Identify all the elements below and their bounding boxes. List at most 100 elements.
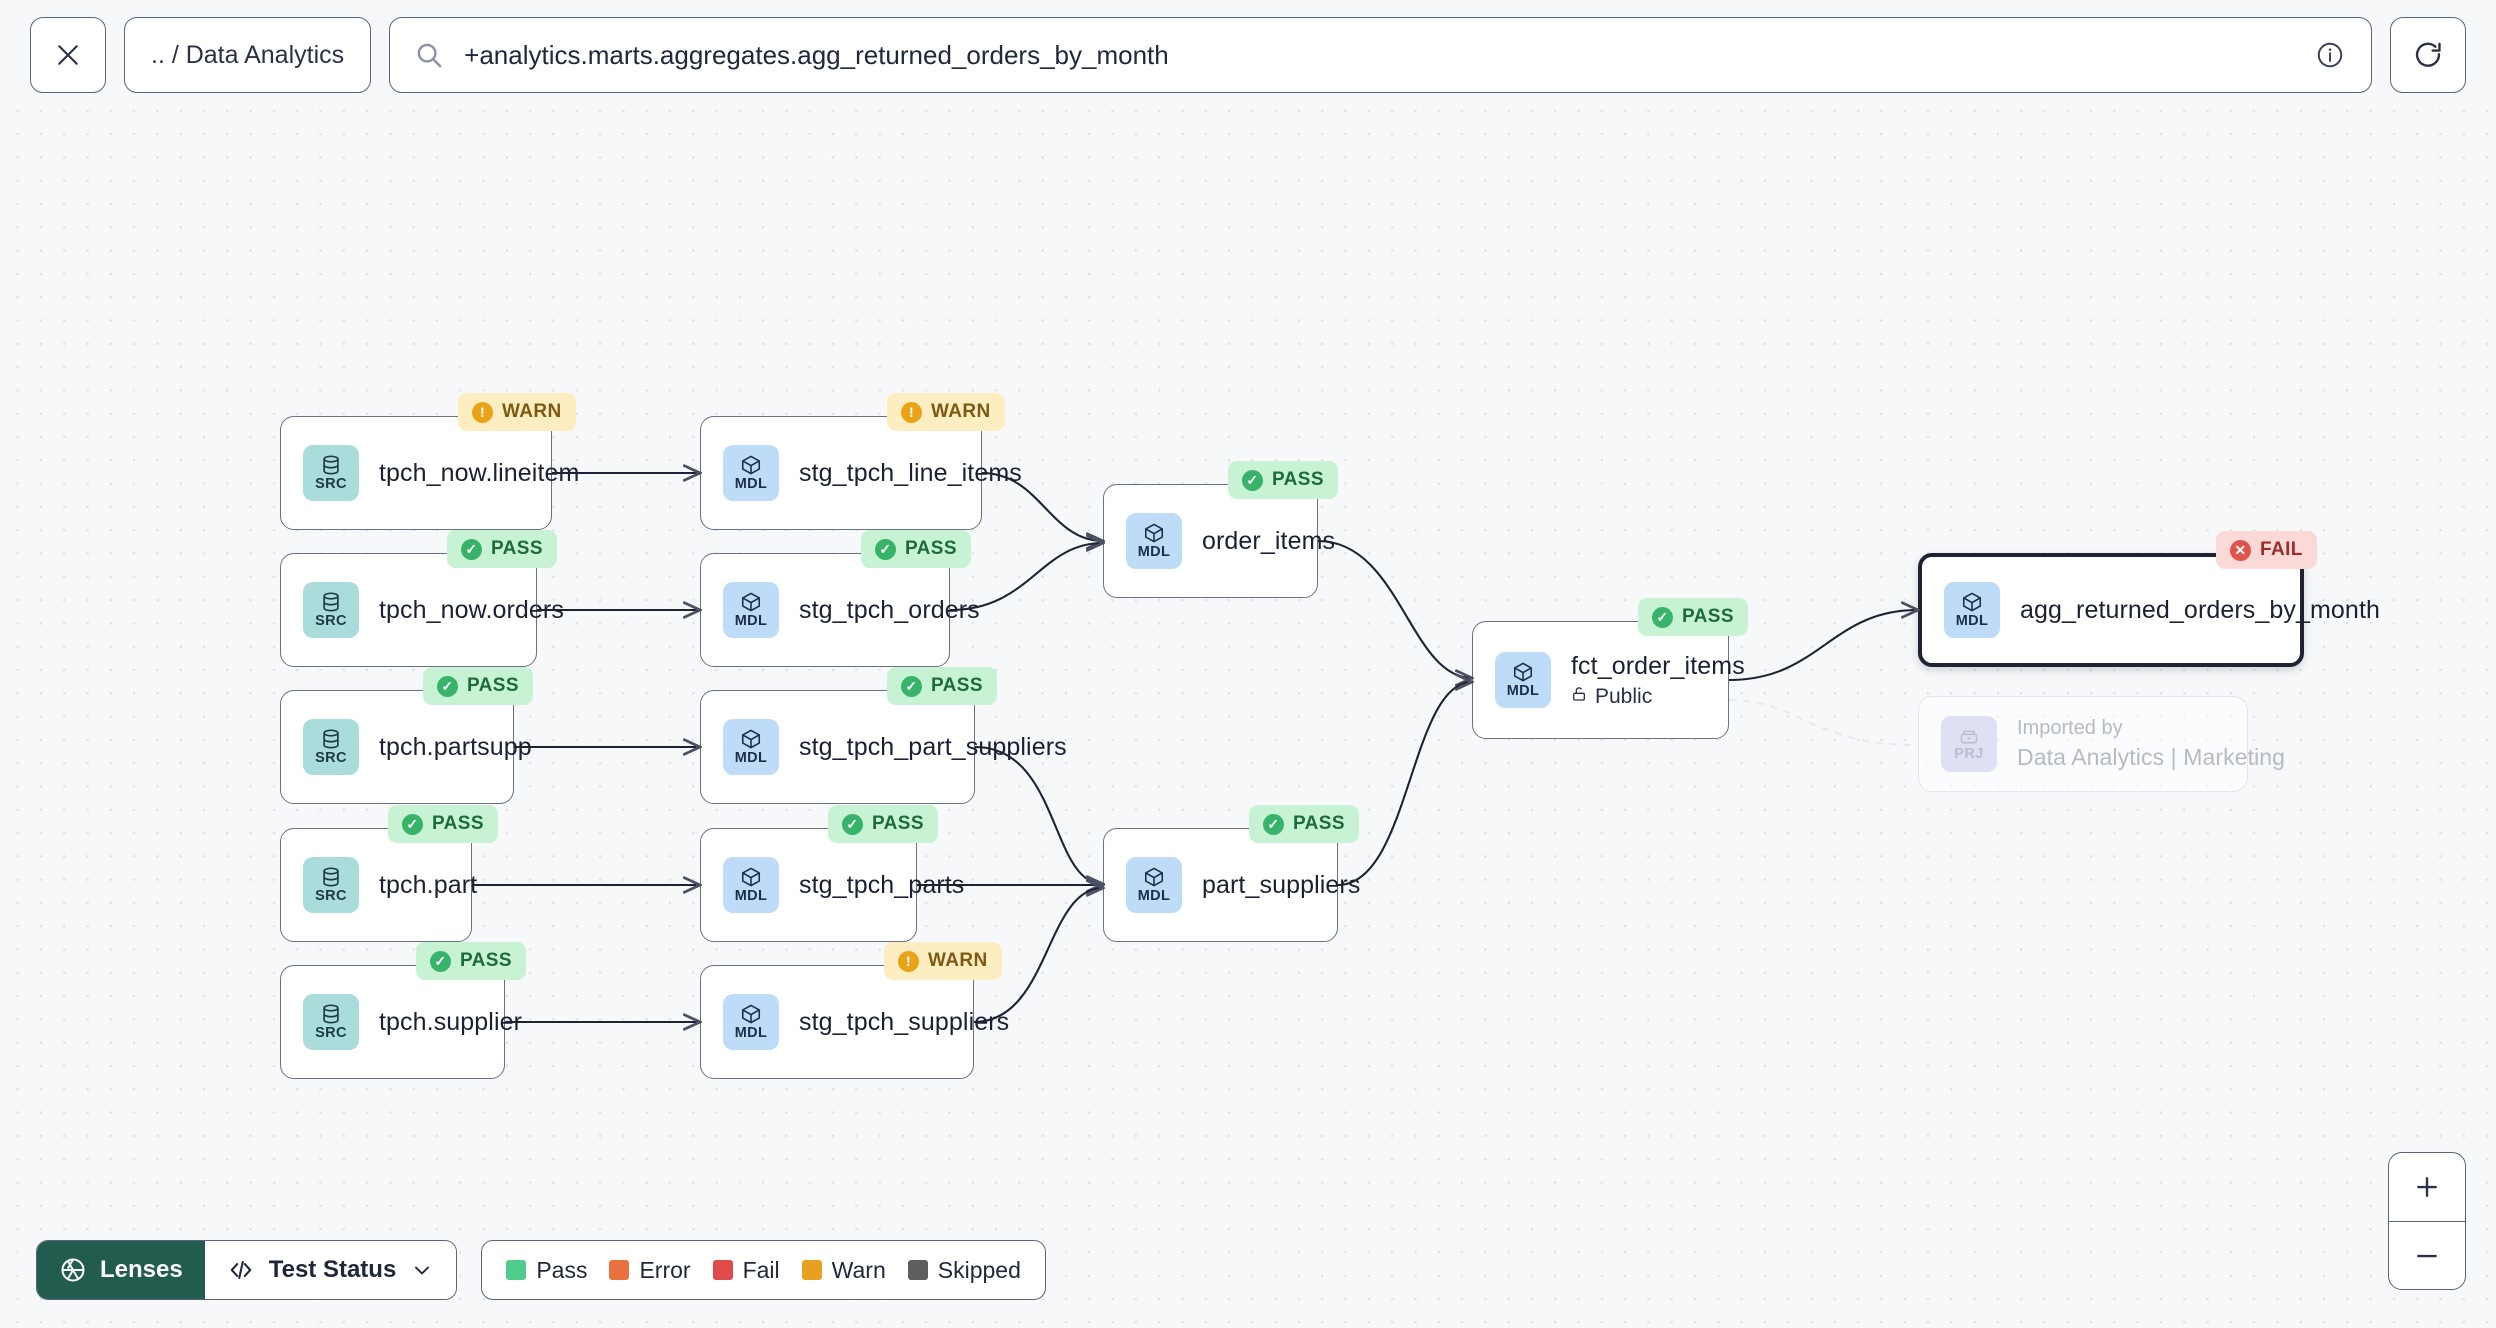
mdl-icon: MDL xyxy=(723,719,779,775)
graph-node-model[interactable]: ! WARN MDL stg_tpch_line_items xyxy=(700,393,1022,530)
warn-icon: ! xyxy=(472,401,493,423)
zoom-controls xyxy=(2388,1152,2466,1290)
legend-label: Fail xyxy=(742,1256,780,1283)
zoom-out-button[interactable] xyxy=(2389,1221,2465,1289)
minus-icon xyxy=(2412,1241,2442,1271)
mdl-icon: MDL xyxy=(723,582,779,638)
graph-node-source[interactable]: ✓ PASS SRC tpch.partsupp xyxy=(280,667,533,804)
src-icon: SRC xyxy=(303,857,359,913)
pass-icon: ✓ xyxy=(1263,813,1284,835)
src-icon: SRC xyxy=(303,582,359,638)
pass-icon: ✓ xyxy=(461,538,482,560)
graph-node-model[interactable]: ! WARN MDL stg_tpch_suppliers xyxy=(700,942,1010,1079)
pass-icon: ✓ xyxy=(875,538,896,560)
aperture-icon xyxy=(59,1256,87,1284)
legend-swatch-error xyxy=(609,1260,630,1280)
pass-icon: ✓ xyxy=(901,675,922,697)
graph-node-source[interactable]: ✓ PASS SRC tpch_now.orders xyxy=(280,530,564,667)
node-title: tpch.supplier xyxy=(379,1007,523,1036)
breadcrumb[interactable]: .. / Data Analytics xyxy=(124,17,372,93)
refresh-button[interactable] xyxy=(2390,17,2466,93)
graph-node-model[interactable]: ✓ PASS MDL stg_tpch_part_suppliers xyxy=(700,667,1067,804)
mdl-label: MDL xyxy=(734,1025,768,1042)
graph-node-source[interactable]: ✓ PASS SRC tpch.part xyxy=(280,805,498,942)
src-icon: SRC xyxy=(303,994,359,1050)
graph-node-selected[interactable]: ✕ FAIL MDL agg_returned_orders_by_month xyxy=(1918,531,2380,667)
mdl-icon: MDL xyxy=(1126,857,1182,913)
search-bar[interactable] xyxy=(389,17,2372,93)
pass-icon: ✓ xyxy=(1242,469,1263,491)
mdl-label: MDL xyxy=(1506,683,1540,700)
graph-node-source[interactable]: ! WARN SRC tpch_now.lineitem xyxy=(280,393,579,530)
status-badge: ✓ PASS xyxy=(1249,805,1359,843)
mdl-icon: MDL xyxy=(723,445,779,501)
legend-item: Warn xyxy=(801,1257,886,1284)
graph-node-project-imported[interactable]: PRJ Imported by Data Analytics | Marketi… xyxy=(1918,696,2286,792)
node-pretitle: Imported by xyxy=(2017,717,2123,739)
status-badge: ! WARN xyxy=(458,393,576,431)
close-button[interactable] xyxy=(30,17,106,93)
legend-item: Skipped xyxy=(907,1256,1021,1284)
graph-node-model[interactable]: ✓ PASS MDL fct_order_items Public xyxy=(1472,598,1748,739)
node-title: order_items xyxy=(1202,526,1336,555)
pass-icon: ✓ xyxy=(430,950,451,972)
node-title: tpch_now.orders xyxy=(379,595,564,624)
src-label: SRC xyxy=(315,476,347,493)
legend-swatch-skipped xyxy=(907,1260,928,1280)
refresh-icon xyxy=(2412,39,2444,71)
pass-icon: ✓ xyxy=(437,675,458,697)
src-label: SRC xyxy=(315,1025,347,1042)
mdl-label: MDL xyxy=(734,750,768,767)
status-badge: ✕ FAIL xyxy=(2216,531,2317,569)
node-access: Public xyxy=(1571,685,1728,709)
toolbar: .. / Data Analytics xyxy=(0,0,2496,110)
node-title: Data Analytics | Marketing xyxy=(2017,744,2286,770)
node-title: stg_tpch_line_items xyxy=(799,458,1022,487)
graph-node-source[interactable]: ✓ PASS SRC tpch.supplier xyxy=(280,942,526,1079)
legend-label: Skipped xyxy=(937,1256,1021,1283)
info-icon[interactable] xyxy=(2315,40,2345,70)
src-icon: SRC xyxy=(303,445,359,501)
chevron-down-icon xyxy=(410,1258,434,1282)
legend-label: Error xyxy=(639,1256,691,1283)
unlock-icon xyxy=(1571,685,1587,709)
prj-icon: PRJ xyxy=(1941,716,1997,772)
mdl-icon: MDL xyxy=(1495,652,1551,708)
graph-node-model[interactable]: ✓ PASS MDL stg_tpch_orders xyxy=(700,530,980,667)
status-badge: ✓ PASS xyxy=(423,667,533,705)
pass-icon: ✓ xyxy=(402,813,423,835)
lenses-button[interactable]: Lenses xyxy=(37,1241,205,1299)
plus-icon xyxy=(2412,1172,2442,1202)
graph-node-model[interactable]: ✓ PASS MDL part_suppliers xyxy=(1103,805,1360,942)
mdl-label: MDL xyxy=(734,476,768,493)
fail-icon: ✕ xyxy=(2230,539,2251,561)
status-badge: ✓ PASS xyxy=(1638,598,1748,636)
status-badge: ! WARN xyxy=(884,942,1002,980)
node-title: stg_tpch_part_suppliers xyxy=(799,732,1067,761)
mdl-label: MDL xyxy=(1137,888,1171,905)
code-icon xyxy=(227,1257,255,1283)
legend-item: Pass xyxy=(506,1257,587,1284)
node-access-label: Public xyxy=(1595,684,1653,708)
node-title: stg_tpch_suppliers xyxy=(799,1007,1010,1036)
node-title: fct_order_items xyxy=(1571,651,1745,680)
mdl-icon: MDL xyxy=(1126,513,1182,569)
status-badge: ✓ PASS xyxy=(861,530,971,568)
src-label: SRC xyxy=(315,750,347,767)
node-title: stg_tpch_orders xyxy=(799,595,980,624)
legend-item: Error xyxy=(609,1256,691,1284)
bottom-toolbar: Lenses Test Status Pass Error Fail Warn xyxy=(36,1240,1046,1300)
pass-icon: ✓ xyxy=(842,813,863,835)
test-status-label: Test Status xyxy=(268,1256,397,1283)
test-status-button[interactable]: Test Status xyxy=(204,1241,457,1299)
search-input[interactable] xyxy=(464,39,2295,71)
legend-swatch-warn xyxy=(801,1260,822,1280)
mdl-icon: MDL xyxy=(723,857,779,913)
search-icon xyxy=(414,40,444,70)
status-badge: ✓ PASS xyxy=(828,805,938,843)
zoom-in-button[interactable] xyxy=(2389,1153,2465,1221)
status-badge: ✓ PASS xyxy=(416,942,526,980)
graph-node-model[interactable]: ✓ PASS MDL stg_tpch_parts xyxy=(700,805,964,942)
graph-node-model[interactable]: ✓ PASS MDL order_items xyxy=(1103,461,1338,598)
